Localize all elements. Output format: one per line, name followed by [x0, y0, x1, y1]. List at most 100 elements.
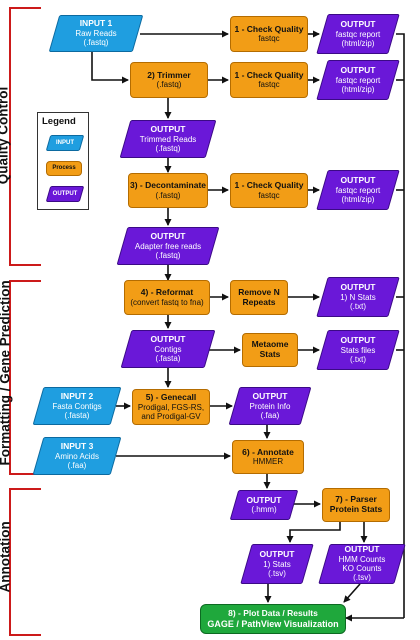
section-label-quality-control: Quality Control	[0, 86, 11, 185]
out-adapter-sub1: Adapter free reads	[134, 241, 202, 251]
out-hmm-title: OUTPUT	[246, 494, 282, 505]
input2-sub1: Fasta Contigs	[52, 401, 102, 411]
metaome-stats: Metaome Stats	[242, 333, 298, 367]
legend-process: Process	[46, 161, 82, 176]
parser-protein-stats: 7) - Parser Protein Stats	[322, 488, 390, 522]
metaome-title: Metaome	[251, 339, 289, 350]
out-statsfiles-title: OUTPUT	[340, 334, 376, 345]
legend-output-label: OUTPUT	[52, 190, 78, 197]
out-statsfiles-sub2: (.txt)	[349, 354, 366, 364]
out-statsfiles-sub1: Stats files	[340, 345, 376, 355]
annotate-title: 6) - Annotate	[242, 446, 294, 457]
trimmer: 2) Trimmer (.fastq)	[130, 62, 208, 98]
out-stats-sub1: 1) Stats	[263, 559, 291, 569]
section-label-annotation: Annotation	[0, 521, 13, 593]
out-protein-sub1: Protein Info	[249, 401, 291, 411]
legend-input: INPUT	[45, 135, 85, 151]
out-counts-title: OUTPUT	[344, 544, 380, 555]
out-adapter-title: OUTPUT	[150, 230, 186, 241]
input3-sub2: (.faa)	[67, 460, 87, 470]
output-stats-files: OUTPUT Stats files (.txt)	[316, 330, 400, 370]
out-trimmed-title: OUTPUT	[150, 123, 186, 134]
output-hmm: OUTPUT (.hmm)	[229, 490, 299, 520]
output-fastqc-3: OUTPUT fastqc report (html/zip)	[316, 170, 400, 210]
check1-title: 1 - Check Quality	[234, 23, 304, 34]
reformat: 4) - Reformat (convert fastq to fna)	[124, 280, 210, 315]
trimmer-sub1: (.fastq)	[156, 80, 182, 90]
out-fastqc1-sub2: (html/zip)	[341, 38, 375, 48]
parser-title: 7) - Parser	[335, 494, 377, 505]
output-protein-info: OUTPUT Protein Info (.faa)	[228, 387, 312, 425]
out-fastqc3-sub2: (html/zip)	[341, 194, 375, 204]
output-fastqc-2: OUTPUT fastqc report (html/zip)	[316, 60, 400, 100]
out-counts-sub1: HMM Counts	[338, 555, 386, 565]
out-fastqc1-sub1: fastqc report	[335, 29, 381, 39]
decontaminate-sub1: (.fastq)	[155, 190, 181, 200]
bus-fastqc1	[396, 33, 405, 618]
check-quality-2: 1 - Check Quality fastqc	[230, 62, 308, 98]
output-trimmed-reads: OUTPUT Trimmed Reads (.fastq)	[119, 120, 217, 158]
check-quality-1: 1 - Check Quality fastqc	[230, 16, 308, 52]
arrow-counts-final	[343, 583, 361, 603]
remove-n-sub1: Repeats	[242, 296, 276, 307]
input1-title: INPUT 1	[79, 18, 113, 29]
input2-title: INPUT 2	[60, 390, 94, 401]
out-protein-title: OUTPUT	[252, 390, 288, 401]
genecall-sub2: and Prodigal-GV	[141, 411, 201, 421]
out-counts-sub2: KO Counts	[342, 564, 382, 574]
genecall: 5) - Genecall Prodigal, FGS-RS, and Prod…	[132, 389, 210, 425]
legend-title: Legend	[42, 116, 76, 127]
section-bracket-annotation	[9, 488, 41, 636]
out-nstats-title: OUTPUT	[340, 281, 376, 292]
out-protein-sub2: (.faa)	[260, 410, 280, 420]
genecall-sub1: Prodigal, FGS-RS,	[137, 402, 205, 412]
input2-sub2: (.fasta)	[64, 410, 90, 420]
output-adapter-free: OUTPUT Adapter free reads (.fastq)	[116, 227, 220, 265]
input3-title: INPUT 3	[60, 440, 94, 451]
trimmer-title: 2) Trimmer	[147, 69, 191, 80]
output-n-stats: OUTPUT 1) N Stats (.txt)	[316, 277, 400, 317]
remove-n-repeats: Remove N Repeats	[230, 280, 288, 315]
legend: Legend INPUT Process OUTPUT	[37, 112, 89, 210]
check1-sub1: fastqc	[258, 34, 280, 44]
out-fastqc3-sub1: fastqc report	[335, 185, 381, 195]
decontaminate: 3) - Decontaminate (.fastq)	[128, 173, 208, 208]
input1-sub1: Raw Reads	[75, 29, 117, 39]
section-bracket-formatting	[9, 280, 41, 475]
check2-title: 1 - Check Quality	[234, 69, 304, 80]
out-hmm-sub1: (.hmm)	[251, 505, 277, 515]
final-sub1: GAGE / PathView Visualization	[207, 618, 339, 629]
legend-output: OUTPUT	[45, 186, 85, 202]
output-hmm-ko-counts: OUTPUT HMM Counts KO Counts (.tsv)	[318, 544, 406, 584]
out-nstats-sub1: 1) N Stats	[340, 292, 376, 302]
parser-sub1: Protein Stats	[329, 504, 383, 514]
arrow-parser-stats	[286, 522, 341, 543]
genecall-title: 5) - Genecall	[145, 391, 197, 402]
input1-raw-reads: INPUT 1 Raw Reads (.fastq)	[48, 15, 144, 52]
metaome-sub1: Stats	[259, 349, 281, 359]
out-counts-sub3: (.tsv)	[353, 573, 371, 583]
output-fastqc-1: OUTPUT fastqc report (html/zip)	[316, 14, 400, 54]
input1-sub2: (.fastq)	[83, 38, 109, 48]
out-contigs-title: OUTPUT	[150, 333, 186, 344]
out-fastqc1-title: OUTPUT	[340, 18, 376, 29]
plot-data-results: 8) - Plot Data / Results GAGE / PathView…	[200, 604, 346, 634]
out-trimmed-sub2: (.fastq)	[155, 143, 181, 153]
legend-process-label: Process	[52, 165, 76, 172]
out-fastqc2-sub1: fastqc report	[335, 75, 381, 85]
reformat-title: 4) - Reformat	[140, 287, 194, 298]
out-fastqc3-title: OUTPUT	[340, 174, 376, 185]
remove-n-title: Remove N	[238, 286, 280, 297]
section-label-formatting: Formatting / Gene Prediction	[0, 280, 13, 466]
out-trimmed-sub1: Trimmed Reads	[139, 134, 197, 144]
out-contigs-sub2: (.fasta)	[155, 353, 181, 363]
check3-sub1: fastqc	[258, 190, 280, 200]
check-quality-3: 1 - Check Quality fastqc	[230, 173, 308, 208]
input3-sub1: Amino Acids	[54, 451, 100, 461]
final-title: 8) - Plot Data / Results	[228, 607, 318, 618]
out-adapter-sub2: (.fastq)	[155, 250, 181, 260]
out-stats-title: OUTPUT	[259, 548, 295, 559]
input3-amino-acids: INPUT 3 Amino Acids (.faa)	[32, 437, 122, 475]
